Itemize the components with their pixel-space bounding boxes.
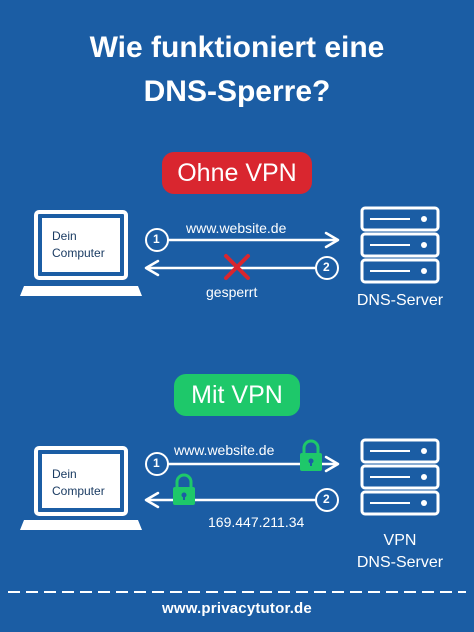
response-label: gesperrt [206,284,258,300]
lock-icon [300,439,322,471]
step-1-icon [145,228,169,252]
title-line-2: DNS-Sperre? [143,75,331,108]
computer-label-vpn-line-2: Computer [52,484,105,498]
footer-url[interactable]: www.privacytutor.de [162,600,312,617]
x-icon [224,254,250,280]
step-2-number-vpn: 2 [323,492,330,506]
vpn-dns-server-label-line-2: DNS-Server [356,554,444,571]
computer-label-line-1: Dein [52,229,77,243]
step-2-icon [315,256,339,280]
laptop-icon-vpn [20,446,142,530]
vpn-badge: Mit VPN [174,374,300,416]
computer-label-line-2: Computer [52,246,105,260]
computer-label-vpn: Dein Computer [52,466,105,500]
step-1-number-vpn: 1 [153,456,160,470]
response-arrow-vpn [144,491,316,509]
vpn-dns-server-label-line-1: VPN [383,532,417,549]
step-1-number: 1 [153,232,160,246]
step-1-icon-vpn [145,452,169,476]
request-arrow [168,231,340,249]
response-arrow [144,259,316,277]
title-line-1: Wie funktioniert eine [89,31,385,64]
ip-address-label: 169.447.211.34 [208,514,305,530]
lock-icon-response [173,473,195,505]
vpn-server-icon [360,438,440,516]
server-icon [360,206,440,284]
computer-label: Dein Computer [52,228,105,262]
step-2-icon-vpn [315,488,339,512]
dns-server-label: DNS-Server [356,292,444,309]
request-label-vpn: www.website.de [174,442,275,458]
page-title: Wie funktioniert eine DNS-Sperre? [0,26,474,114]
laptop-icon [20,210,142,296]
computer-label-vpn-line-1: Dein [52,467,77,481]
no-vpn-badge: Ohne VPN [162,152,312,194]
vpn-dns-server-label: VPN DNS-Server [340,530,460,574]
request-label: www.website.de [186,220,287,236]
step-2-number: 2 [323,260,330,274]
